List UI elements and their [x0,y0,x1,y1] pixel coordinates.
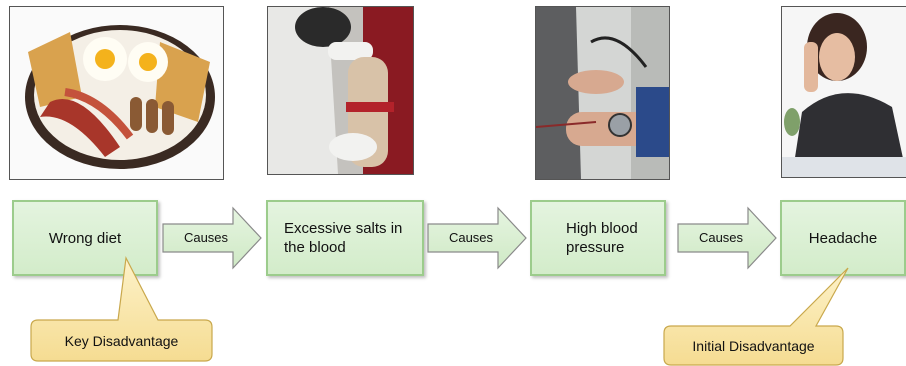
blood-pressure-image [535,6,670,180]
step-high-blood-pressure: High blood pressure [530,200,666,276]
step-headache: Headache [780,200,906,276]
step-wrong-diet: Wrong diet [12,200,158,276]
arrow-label: Causes [680,230,762,245]
step-label: Headache [809,229,877,248]
causes-arrow-1: Causes [161,206,263,275]
step-label: Wrong diet [49,229,121,248]
step-label: High blood pressure [566,219,646,257]
callout-label: Key Disadvantage [31,333,212,349]
causes-arrow-3: Causes [676,206,778,275]
step-label: Excessive salts in the blood [284,219,414,257]
causes-arrow-2: Causes [426,206,528,275]
blood-draw-image [267,6,414,175]
callout-label: Initial Disadvantage [664,338,843,354]
arrow-label: Causes [165,230,247,245]
breakfast-plate-image [9,6,224,180]
step-excessive-salts: Excessive salts in the blood [266,200,424,276]
arrow-label: Causes [430,230,512,245]
headache-image [781,6,906,178]
